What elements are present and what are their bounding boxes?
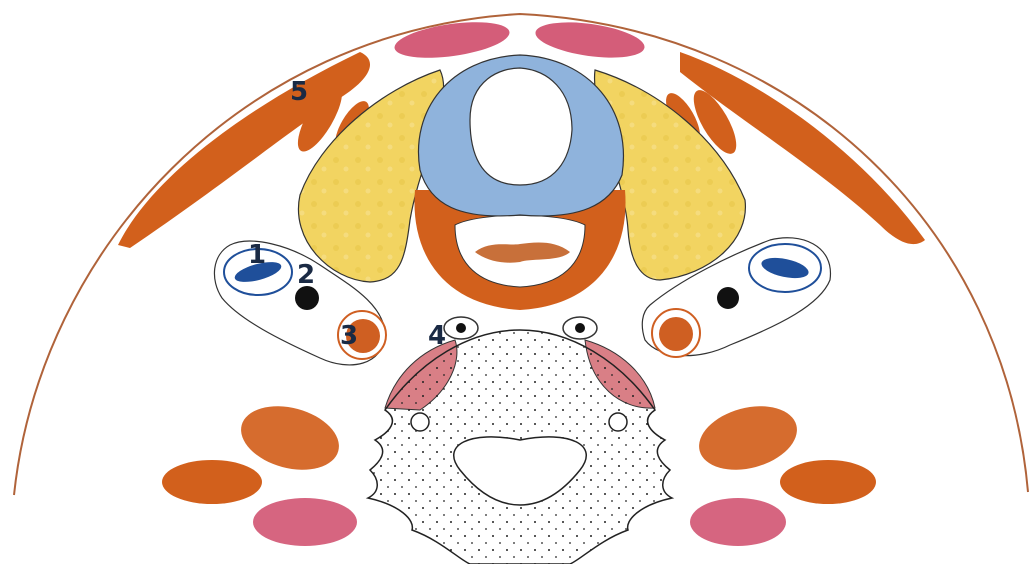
- label-2: 2: [297, 260, 315, 290]
- label-5: 5: [290, 77, 308, 107]
- label-4: 4: [428, 321, 446, 351]
- posterior-muscle-right-1: [692, 396, 804, 480]
- sympathetic-trunk-left-core: [456, 323, 466, 333]
- trachea-lumen: [470, 68, 572, 185]
- strap-muscle-right: [533, 17, 646, 64]
- posterior-muscle-left-2: [162, 460, 262, 504]
- posterior-muscle-right-3: [690, 498, 786, 546]
- vagus-nerve-right: [717, 287, 739, 309]
- transverse-foramen-left: [411, 413, 429, 431]
- transverse-foramen-right: [609, 413, 627, 431]
- label-1: 1: [248, 240, 266, 270]
- posterior-muscle-left-3: [253, 498, 357, 546]
- posterior-muscle-left-1: [234, 396, 346, 480]
- carotid-artery-left-inner: [659, 317, 693, 351]
- label-3: 3: [340, 321, 358, 351]
- strap-muscle-left: [392, 16, 511, 64]
- posterior-muscle-right-2: [780, 460, 876, 504]
- sympathetic-trunk-right-core: [575, 323, 585, 333]
